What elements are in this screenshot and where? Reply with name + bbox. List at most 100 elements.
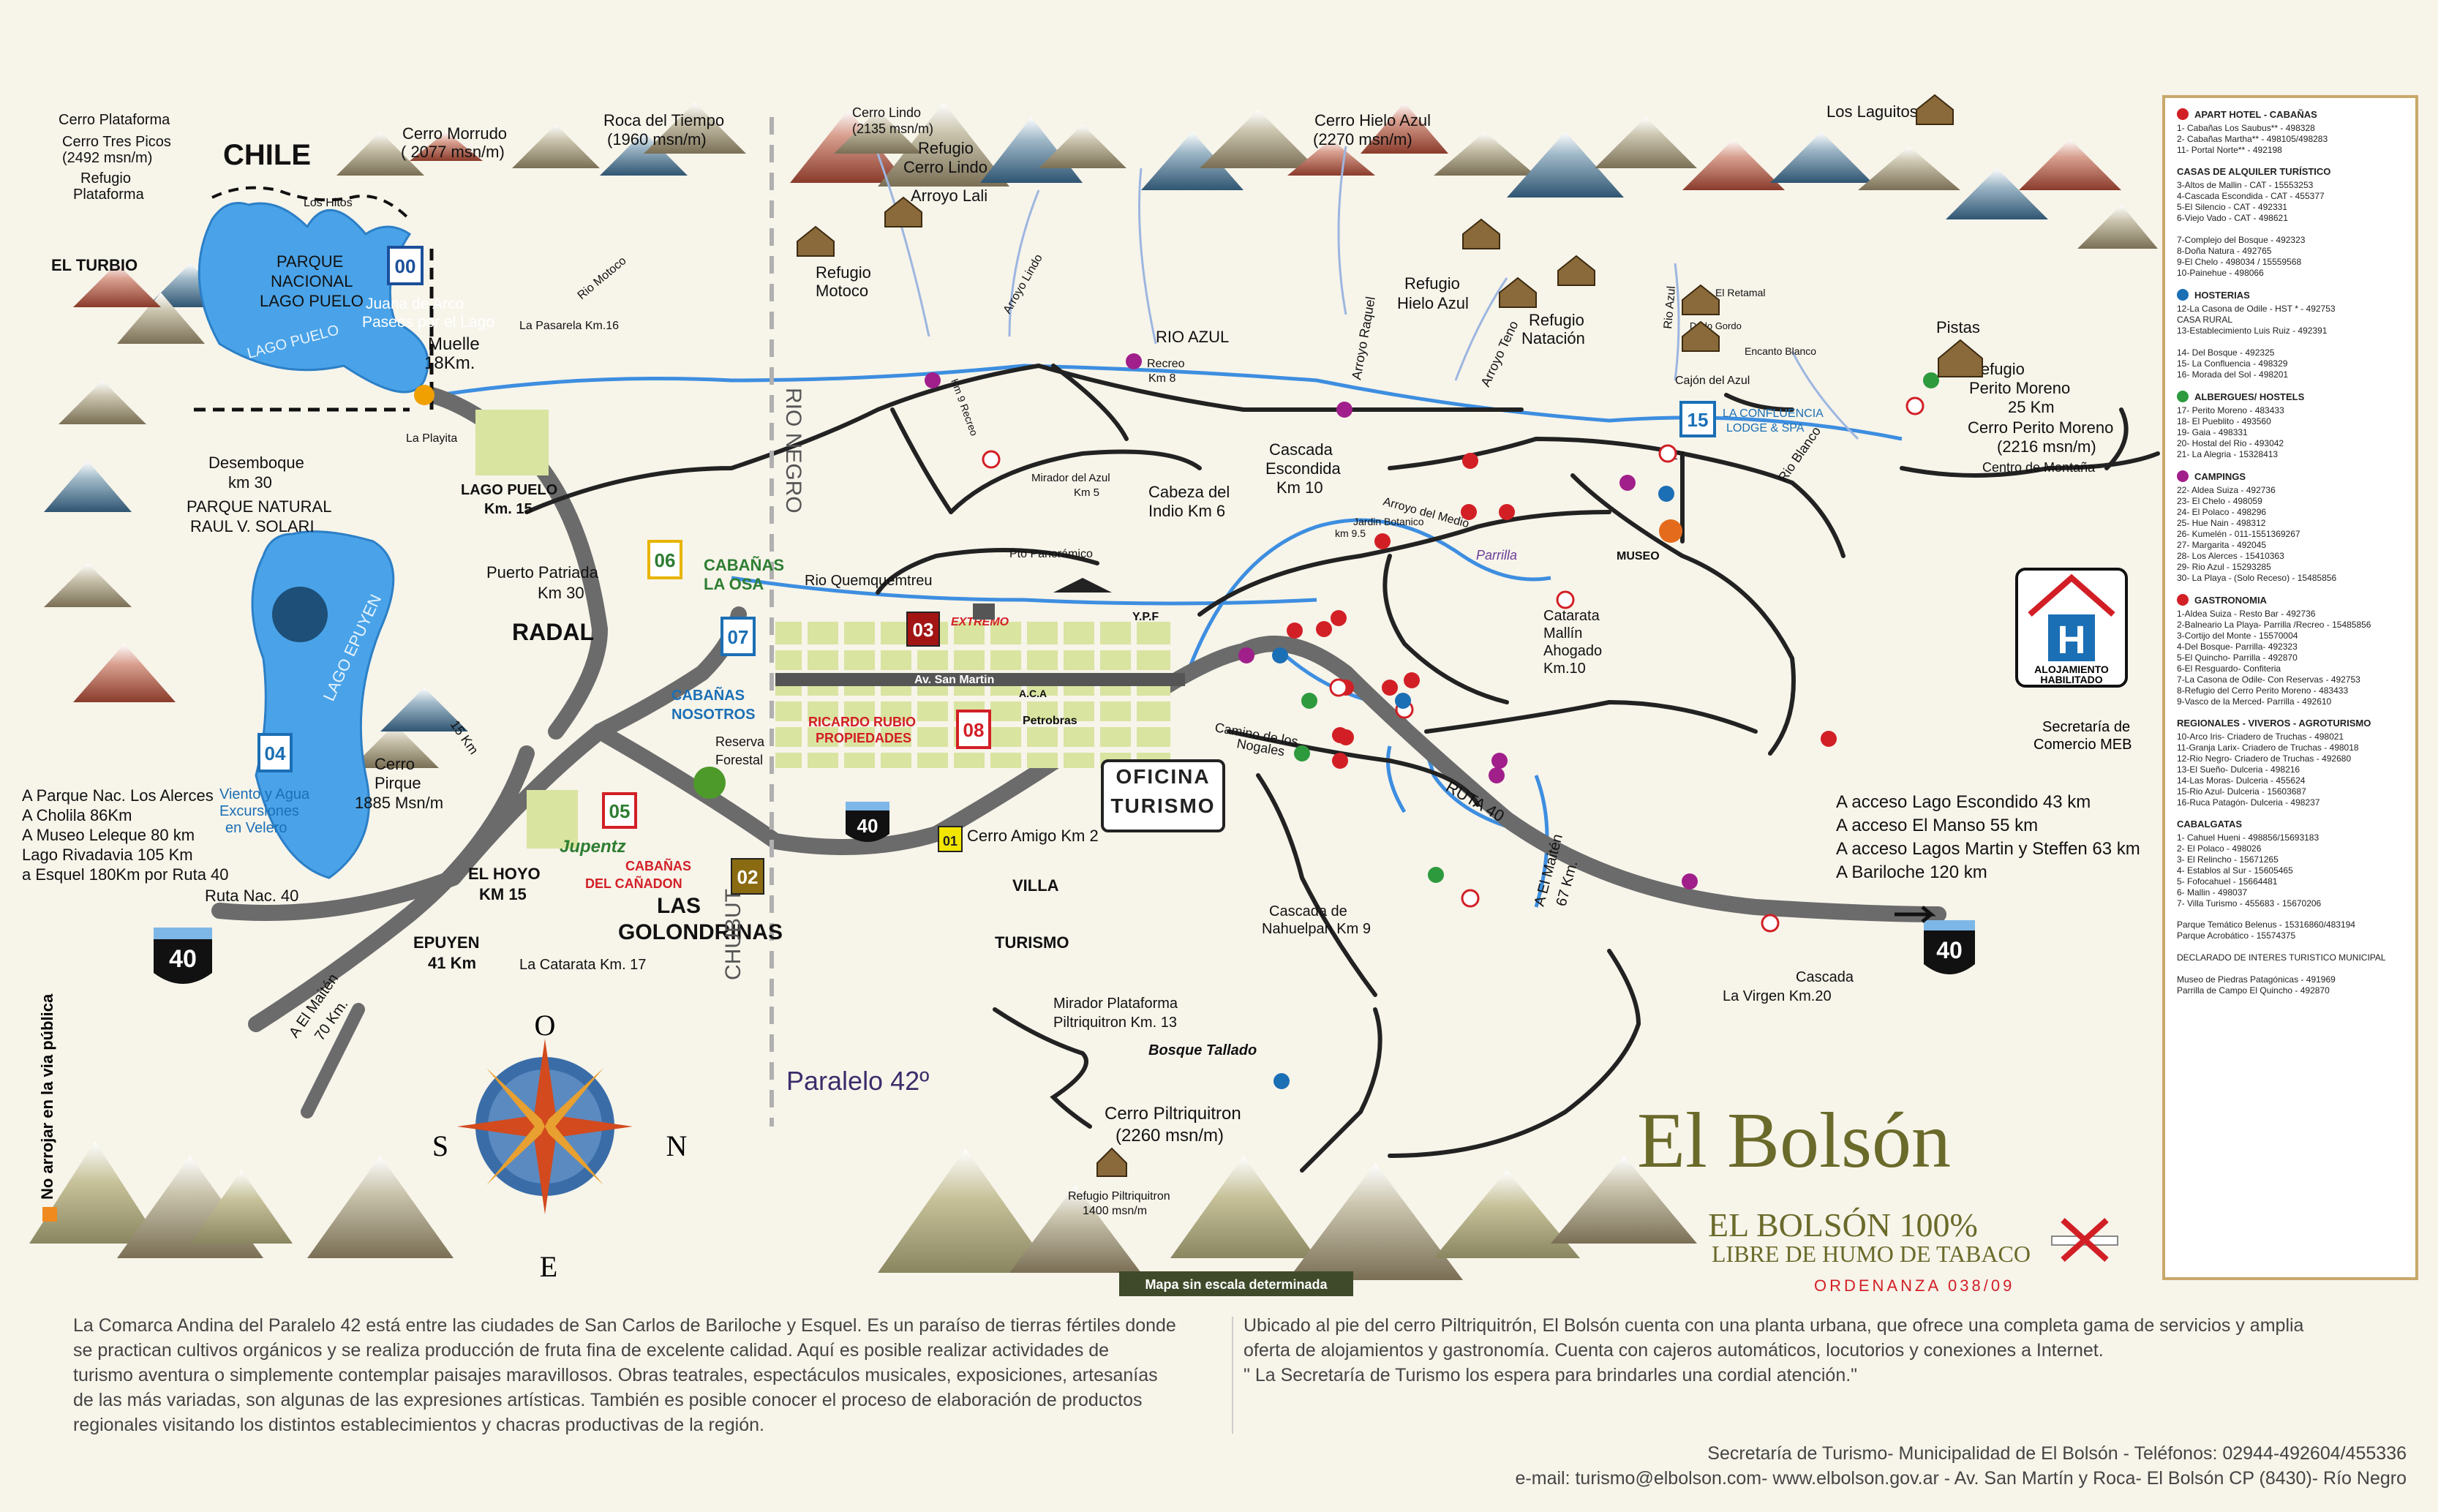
label-radal: RADAL — [512, 619, 594, 645]
mountain-range-top — [44, 102, 2158, 768]
legend-section-title: HOSTERIAS — [2177, 289, 2404, 301]
label-pasarela: La Pasarela Km.16 — [519, 320, 619, 332]
label-lago-puelo-town-1: LAGO PUELO — [461, 482, 557, 498]
tourist-office-line2: TURISMO — [1110, 794, 1216, 817]
box-15: 15 — [1688, 409, 1709, 431]
contact-email-web[interactable]: e-mail: turismo@elbolson.com- www.elbols… — [1515, 1468, 2407, 1489]
legend-item: 11- Portal Norte** - 492198 — [2177, 145, 2282, 155]
legend-item: 20- Hostal del Rio - 493042 — [2177, 438, 2284, 448]
legend-item: 2- El Polaco - 498026 — [2177, 843, 2262, 854]
alojamiento-habilitado-sign: H ALOJAMIENTO HABILITADO — [2015, 568, 2128, 688]
label-cerro-morrudo: Cerro Morrudo — [402, 124, 507, 143]
legend-item: 7- Villa Turismo - 455683 - 15670206 — [2177, 898, 2322, 909]
ruta-40-badge-center: 40 — [846, 802, 889, 842]
label-acceso-escondido: A acceso Lago Escondido 43 km — [1836, 792, 2091, 812]
label-cerro-hielo-azul: Cerro Hielo Azul — [1314, 111, 1431, 129]
compass-rose: O S N E — [432, 1009, 688, 1283]
arrow-bariloche-icon — [1895, 906, 1936, 923]
box-02: 02 — [737, 866, 759, 888]
info-paragraph: Ubicado al pie del cerro Piltriquitrón, … — [1244, 1313, 2414, 1388]
box-03: 03 — [913, 619, 934, 641]
svg-text:40: 40 — [169, 945, 197, 973]
legend-item: 26- Kumelén - 011-1551369267 — [2177, 529, 2300, 539]
box-01: 01 — [943, 834, 957, 849]
box-07: 07 — [728, 626, 749, 648]
legend-item: 2- Cabañas Martha** - 498105/498283 — [2177, 134, 2328, 144]
label-cascada-escondida-2: Escondida — [1265, 459, 1342, 478]
label-mirador-plataforma-2: Piltriquitron Km. 13 — [1053, 1015, 1177, 1031]
cabin-icons — [797, 94, 1983, 1177]
box-06: 06 — [655, 549, 676, 571]
intro-line: regionales visitando los distintos estab… — [73, 1415, 764, 1435]
legend-section-title: ALBERGUES/ HOSTELS — [2177, 391, 2404, 402]
legend-section-title: CAMPINGS — [2177, 470, 2404, 482]
legend-section-title: APART HOTEL - CABAÑAS — [2177, 108, 2404, 120]
label-rio-azul: RIO AZUL — [1156, 328, 1229, 346]
tourist-office-sign[interactable]: OFICINA TURISMO — [1101, 759, 1225, 832]
label-arroyo-lali: Arroyo Lali — [911, 187, 987, 205]
label-ricardo-rubio-1: RICARDO RUBIO — [808, 715, 916, 729]
legend-marker-icon — [2177, 108, 2189, 120]
info-line: oferta de alojamientos y gastronomía. Cu… — [1244, 1340, 2104, 1361]
label-villa-turismo-1: VILLA — [1012, 876, 1059, 895]
legend-section-title: CABALGATAS — [2177, 819, 2404, 830]
svg-text:40: 40 — [1936, 937, 1963, 963]
label-viento-agua-1: Viento y Agua — [219, 786, 310, 802]
label-cerro-plataforma: Cerro Plataforma — [59, 112, 170, 128]
compass-north: O — [535, 1009, 556, 1042]
label-cerro-lindo-alt: (2135 msn/m) — [852, 121, 933, 136]
label-parque-natural-1: PARQUE NATURAL — [187, 497, 331, 516]
label-km8: Km 8 — [1148, 372, 1175, 385]
legend-item: Parque Temático Belenus - 15316860/48319… — [2177, 919, 2355, 930]
legend-item: 27- Margarita - 492045 — [2177, 540, 2267, 550]
legend-item: 2-Balneario La Playa- Parrilla /Recreo -… — [2177, 620, 2371, 630]
legend-item: 6-Viejo Vado - CAT - 498621 — [2177, 213, 2288, 223]
legend-item: 10-Painehue - 498066 — [2177, 268, 2264, 278]
smoke-free-line1: EL BOLSÓN 100% — [1708, 1206, 1978, 1244]
label-ruta-nac-40: Ruta Nac. 40 — [205, 887, 298, 905]
legend-item: 5-El Silencio - CAT - 492331 — [2177, 202, 2287, 212]
label-parque-nac-1: PARQUE — [276, 252, 343, 271]
label-el-hoyo-1: EL HOYO — [468, 865, 541, 883]
label-cerro-perito-2: (2216 msn/m) — [1997, 437, 2096, 456]
legend-item — [2177, 963, 2404, 974]
legend-item: 17- Perito Moreno - 483433 — [2177, 405, 2284, 415]
label-pto-panoramico: Pto Panorámico — [1009, 548, 1093, 560]
legend-item: 5-El Quincho- Parrilla - 492870 — [2177, 652, 2298, 663]
label-cascada-virgen-2: La Virgen Km.20 — [1723, 988, 1832, 1004]
legend-marker-icon — [2177, 594, 2189, 606]
label-cerro-piltriquitron-2: (2260 msn/m) — [1115, 1126, 1224, 1146]
info-line: Ubicado al pie del cerro Piltriquitrón, … — [1244, 1315, 2304, 1336]
label-cerro-tres-picos: Cerro Tres Picos — [62, 134, 171, 150]
sec-comercio-2: Comercio MEB — [2033, 737, 2132, 753]
label-cabanas-la-osa-2: LA OSA — [704, 575, 764, 593]
label-jardin-botanico-1: Jardin Botanico — [1353, 516, 1424, 527]
legend-item: 15-Rio Azul- Dulceria - 15603687 — [2177, 786, 2306, 797]
legend-item — [2177, 224, 2404, 235]
label-confluencia-1: LA CONFLUENCIA — [1723, 407, 1824, 420]
legend-item: 8-Refugio del Cerro Perito Moreno - 4834… — [2177, 685, 2349, 696]
legend-item: 1- Cabañas Los Saubus** - 498328 — [2177, 123, 2315, 133]
intro-line: se practican cultivos orgánicos y se rea… — [73, 1340, 1110, 1361]
legend-item: 19- Gaia - 498331 — [2177, 427, 2248, 437]
label-las-golondrinas-2: GOLONDRINAS — [618, 920, 783, 944]
legend-item: 7-Complejo del Bosque - 492323 — [2177, 235, 2306, 245]
label-recreo: Recreo — [1147, 358, 1185, 370]
legend-item: CASA RURAL — [2177, 315, 2233, 325]
label-tres-picos-alt: (2492 msn/m) — [62, 150, 152, 166]
label-cabanas-nosotros-2: NOSOTROS — [671, 707, 755, 723]
legend-item: DECLARADO DE INTERES TURISTICO MUNICIPAL — [2177, 952, 2386, 963]
label-hielo-azul-alt: (2270 msn/m) — [1313, 130, 1412, 148]
label-villa-turismo-2: TURISMO — [995, 933, 1069, 952]
legend-item: Parque Acrobático - 15574375 — [2177, 930, 2296, 941]
svg-text:H: H — [2058, 618, 2086, 662]
legend-section-title: GASTRONOMIA — [2177, 594, 2404, 606]
label-jupentz: Jupentz — [560, 837, 626, 857]
label-cerro-morrudo-alt: ( 2077 msn/m) — [401, 143, 505, 161]
legend-section-label: ALBERGUES/ HOSTELS — [2194, 391, 2305, 402]
label-cerro-pirque-2: Pirque — [375, 774, 421, 792]
label-bosque-tallado: Bosque Tallado — [1148, 1042, 1257, 1058]
